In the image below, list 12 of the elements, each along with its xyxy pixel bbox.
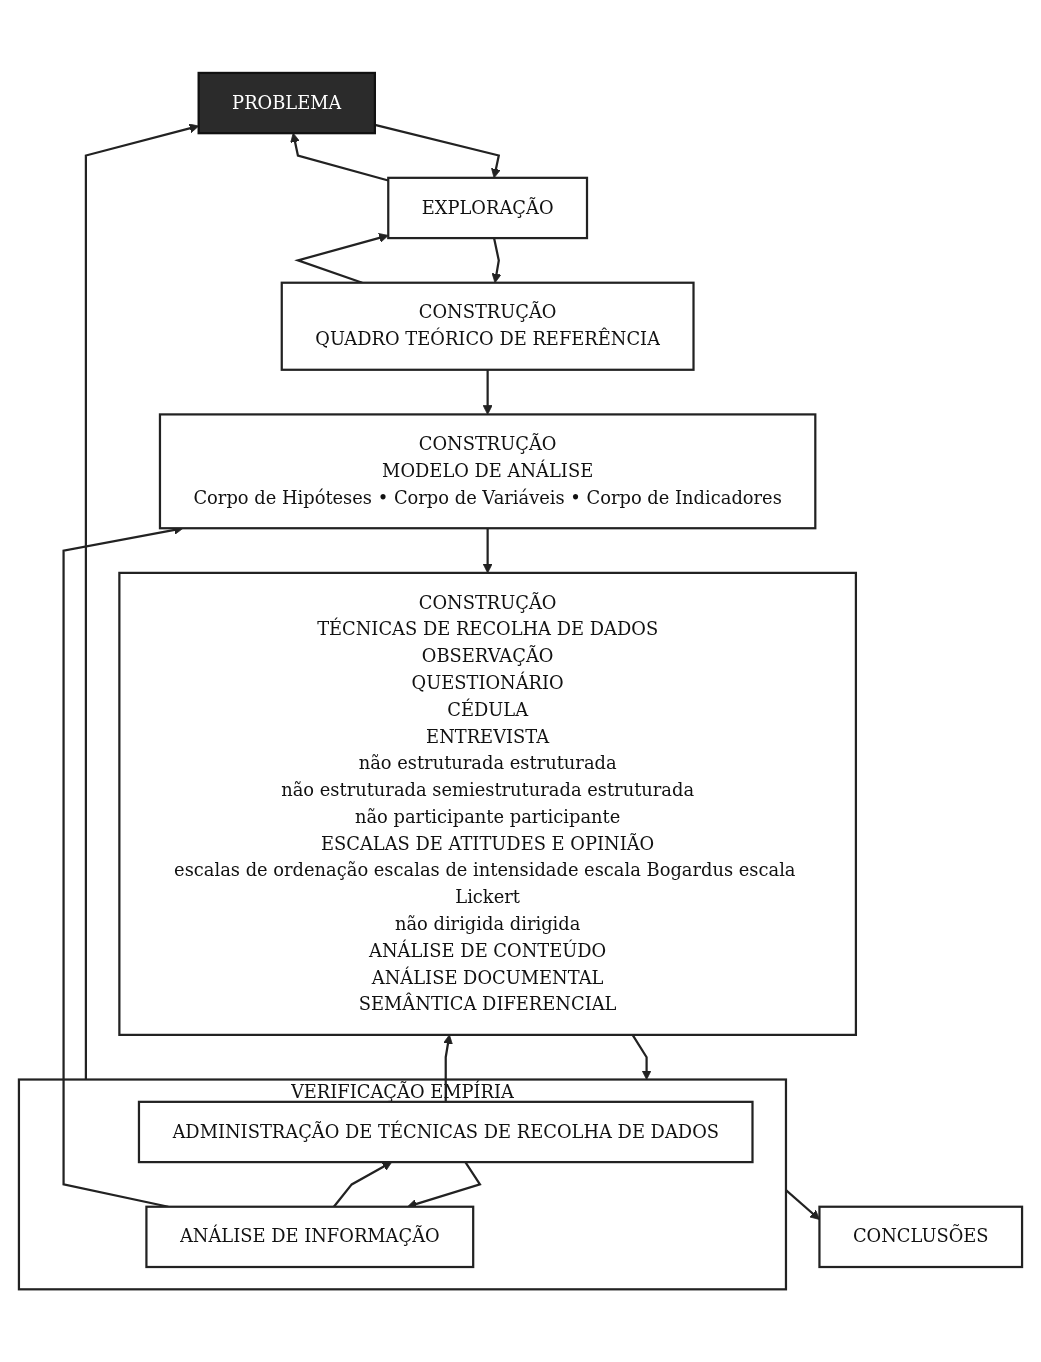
node-box: ADMINISTRAÇÃO DE TÉCNICAS DE RECOLHA DE DADOS [137, 1100, 754, 1164]
node-box: CONSTRUÇÃO TÉCNICAS DE RECOLHA DE DADOS OBSERVAÇÃO QUESTIONÁRIO CÉDULA ENTREVISTA não estruturada estruturada não estruturada semiestruturada estruturada não participante participante ESCALAS DE ATITUDES E OPINIÃO escalas de ordenação escalas de intensidade escala Bogardus escala Lickert não dirigida dirigida ANÁLISE DE CONTEÚDO ANÁLISE DOCUMENTAL SEMÂNTICA DIFERENCIAL [118, 571, 857, 1036]
node-box: ANÁLISE DE INFORMAÇÃO [145, 1205, 475, 1268]
node-box: PROBLEMA [197, 71, 376, 135]
node-box: CONSTRUÇÃO MODELO DE ANÁLISE Corpo de Hipóteses • Corpo de Variáveis • Corpo de Indicadores [158, 413, 817, 530]
node-box: CONCLUSÕES [818, 1205, 1024, 1268]
node-box: CONSTRUÇÃO QUADRO TEÓRICO DE REFERÊNCIA [280, 281, 695, 371]
node-box: EXPLORAÇÃO [387, 176, 589, 240]
arrow [443, 1034, 453, 1102]
arrow [482, 369, 493, 415]
arrow [785, 1189, 820, 1220]
arrow [631, 1034, 652, 1080]
